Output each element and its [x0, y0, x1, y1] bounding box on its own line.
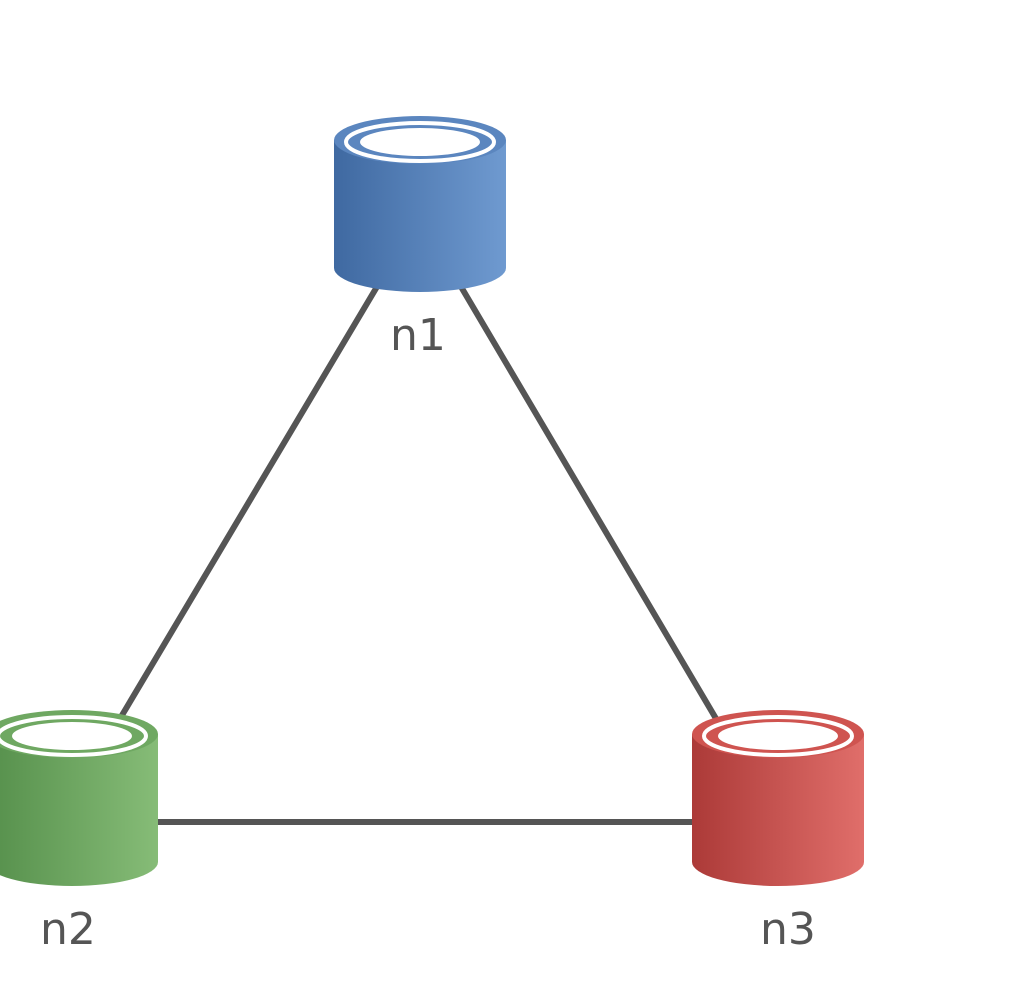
node-n3[interactable]: n3	[692, 710, 864, 955]
node-n1[interactable]: n1	[334, 116, 506, 361]
node-label-n3: n3	[760, 904, 816, 955]
edge-n1-n3	[457, 282, 721, 725]
edges	[115, 282, 721, 825]
edge-n1-n2	[115, 282, 381, 725]
node-label-n2: n2	[40, 904, 96, 955]
node-n2[interactable]: n2	[0, 710, 158, 955]
database-icon	[692, 710, 864, 886]
database-icon	[0, 710, 158, 886]
node-label-n1: n1	[390, 310, 446, 361]
database-icon	[334, 116, 506, 292]
